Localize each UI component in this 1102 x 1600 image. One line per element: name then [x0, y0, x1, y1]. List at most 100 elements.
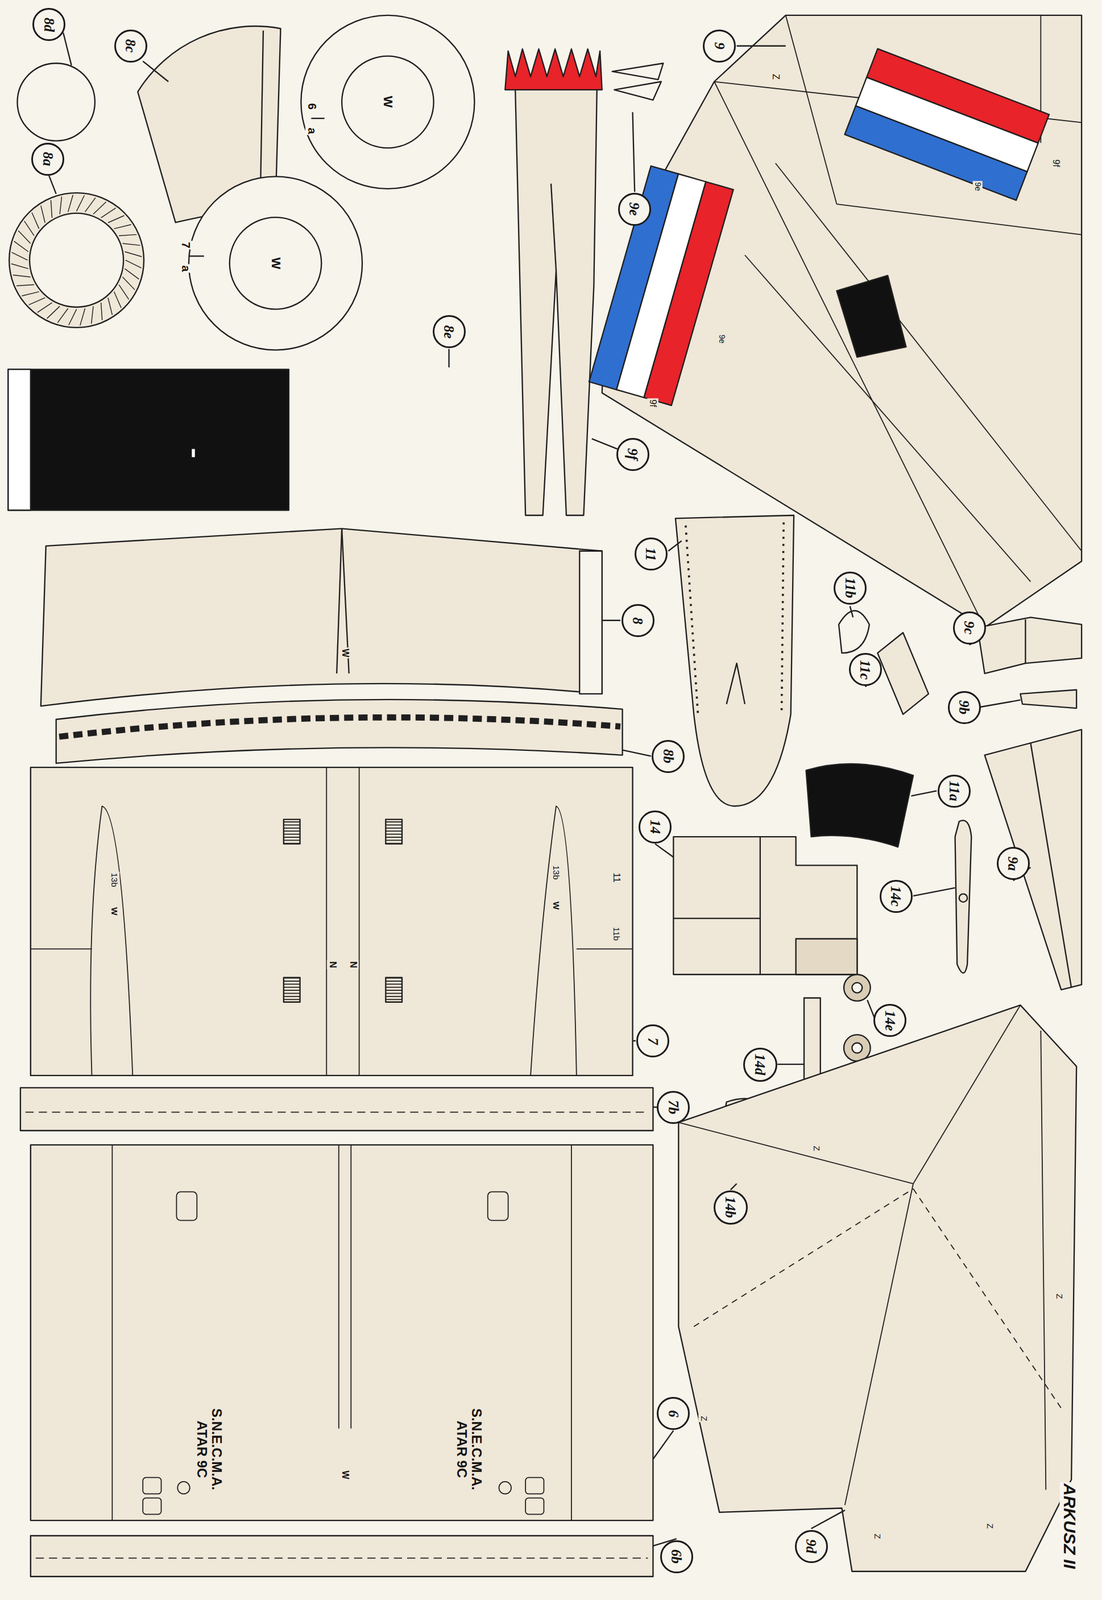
part-mark: 7: [179, 240, 193, 250]
blade-line: [40, 205, 45, 223]
part-mark: W: [109, 905, 120, 917]
blade-line: [118, 284, 129, 300]
part-9f: [515, 89, 598, 516]
part-8a: [9, 192, 144, 328]
callout-number: 11a: [946, 780, 961, 802]
part-8b: [56, 699, 623, 764]
part-11: [675, 515, 794, 806]
blade-line: [24, 221, 35, 236]
part-mark: 13b: [109, 871, 120, 888]
callout-circle: 14b: [713, 1190, 748, 1225]
blade-line: [68, 309, 77, 326]
callout-circle: 9e: [618, 192, 652, 226]
blade-line: [124, 251, 142, 258]
callout-number: 7: [645, 1037, 661, 1045]
part-7b: [20, 1087, 654, 1130]
blade-line: [114, 291, 122, 308]
part-mark: W: [380, 94, 396, 110]
part-6: [30, 1144, 654, 1520]
blade-line: [93, 201, 106, 214]
blade-line: [85, 197, 96, 213]
part-6b: [30, 1535, 654, 1577]
part-mark: 13b: [551, 864, 562, 881]
callout-number: 9a: [1005, 856, 1021, 871]
callout-circle: 9d: [794, 1529, 828, 1563]
blade-line: [114, 224, 132, 229]
callout-number: 8: [630, 616, 645, 625]
blade-line: [108, 215, 124, 223]
blade-line: [118, 234, 137, 236]
part-9a: [984, 729, 1082, 990]
callout-number: 11b: [842, 577, 857, 599]
callout-circle: 9b: [947, 690, 981, 724]
callout-number: 9: [712, 42, 727, 51]
blade-line: [122, 243, 141, 246]
callout-number: 9f: [625, 448, 640, 461]
callout-number: 8b: [661, 748, 676, 764]
part-mark: S.N.E.C.M.A. ATAR 9C: [193, 1393, 225, 1505]
callout-number: 14e: [882, 1009, 897, 1031]
callout-number: 14: [648, 819, 663, 834]
callout-number: 9c: [962, 620, 977, 635]
callout-number: 8d: [42, 17, 57, 32]
callout-circle: 8e: [432, 315, 466, 348]
blade-line: [31, 212, 40, 229]
part-mark: Z: [984, 1521, 996, 1530]
blade-line: [29, 297, 45, 305]
part-8d: [17, 63, 95, 141]
callout-circle: 9: [702, 29, 736, 63]
callout-circle: 14: [638, 810, 672, 844]
callout-number: 11c: [858, 659, 873, 680]
sheet-number: ARKUSZ II: [1059, 1481, 1080, 1570]
blade-line: [76, 195, 85, 211]
blade-line: [68, 195, 74, 213]
part-mark: Z: [1053, 1291, 1065, 1300]
blade-line: [13, 275, 31, 277]
callout-number: 8c: [123, 39, 138, 53]
blade-line: [11, 263, 29, 269]
blade-line: [124, 268, 139, 279]
blade-line: [101, 208, 116, 218]
part-mark: Z: [872, 1531, 884, 1540]
part-mark: 9f: [1050, 158, 1062, 168]
part-mark: 9f: [647, 398, 660, 408]
part-mark: W: [551, 900, 562, 911]
part-14c: [955, 819, 972, 973]
part-9c: [977, 616, 1082, 674]
callout-circle: 7: [636, 1024, 670, 1058]
blade-line: [47, 305, 60, 318]
callout-circle: 8b: [651, 739, 685, 773]
part-14: [673, 836, 857, 975]
callout-circle: 11b: [833, 571, 867, 605]
blade-line: [125, 259, 142, 268]
callout-circle: 14d: [743, 1047, 778, 1082]
part-7: [30, 767, 633, 1076]
part-mark: Z: [769, 72, 782, 81]
callout-number: 9e: [627, 202, 642, 217]
part-mark: W: [267, 256, 283, 271]
callout-number: 8e: [441, 324, 457, 339]
callout-circle: 9c: [953, 611, 986, 645]
blade-line: [108, 297, 113, 315]
callout-number: 14d: [752, 1053, 768, 1076]
blade-line: [59, 196, 62, 215]
part-mark: W: [339, 1468, 351, 1480]
blade-line: [80, 308, 86, 326]
callout-circle: 7b: [656, 1090, 690, 1124]
callout-number: 7b: [666, 1099, 681, 1114]
blade-line: [18, 230, 31, 244]
disk-6a: [300, 15, 475, 189]
part-mark: S.N.E.C.M.A. ATAR 9C: [453, 1393, 486, 1505]
callout-circle: 11c: [848, 652, 882, 686]
callout-circle: 8c: [114, 29, 148, 63]
callout-circle: 11: [634, 537, 668, 571]
part-8: [40, 528, 603, 706]
blade-line: [91, 305, 94, 324]
callout-number: 6b: [669, 1548, 684, 1564]
part-9b: [1020, 689, 1077, 708]
callout-circle: 9f: [616, 437, 650, 471]
part-mark: a: [179, 263, 193, 273]
disk-7a: [188, 176, 363, 350]
part-mark: 6: [305, 101, 319, 111]
